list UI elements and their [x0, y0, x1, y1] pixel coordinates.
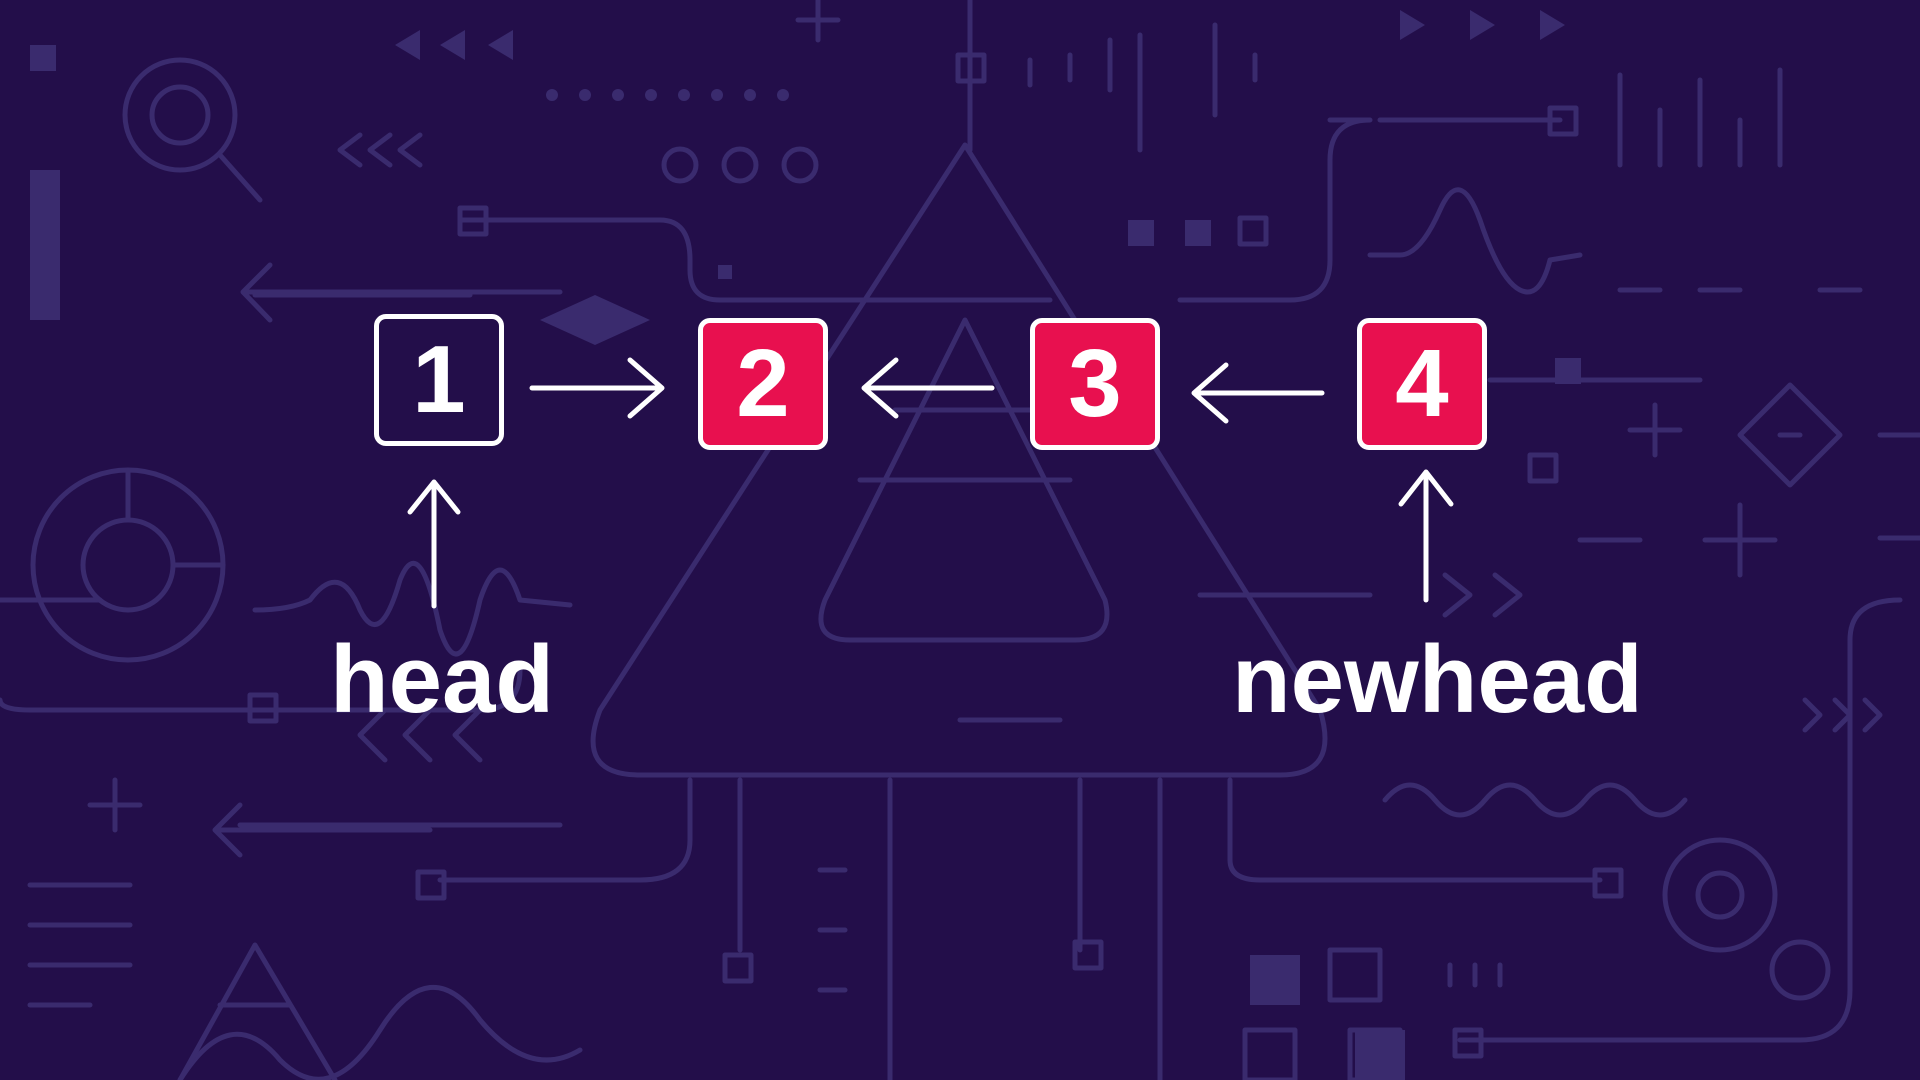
list-node-1: 1 [374, 314, 504, 446]
node-2-value: 2 [736, 330, 790, 437]
node-4-value: 4 [1395, 330, 1449, 437]
list-node-4: 4 [1357, 318, 1487, 450]
newhead-pointer-label: newhead [1232, 626, 1643, 733]
node-1-value: 1 [412, 326, 466, 433]
node-3-value: 3 [1068, 330, 1122, 437]
list-node-3: 3 [1030, 318, 1160, 450]
head-pointer-label: head [330, 626, 555, 733]
list-node-2: 2 [698, 318, 828, 450]
